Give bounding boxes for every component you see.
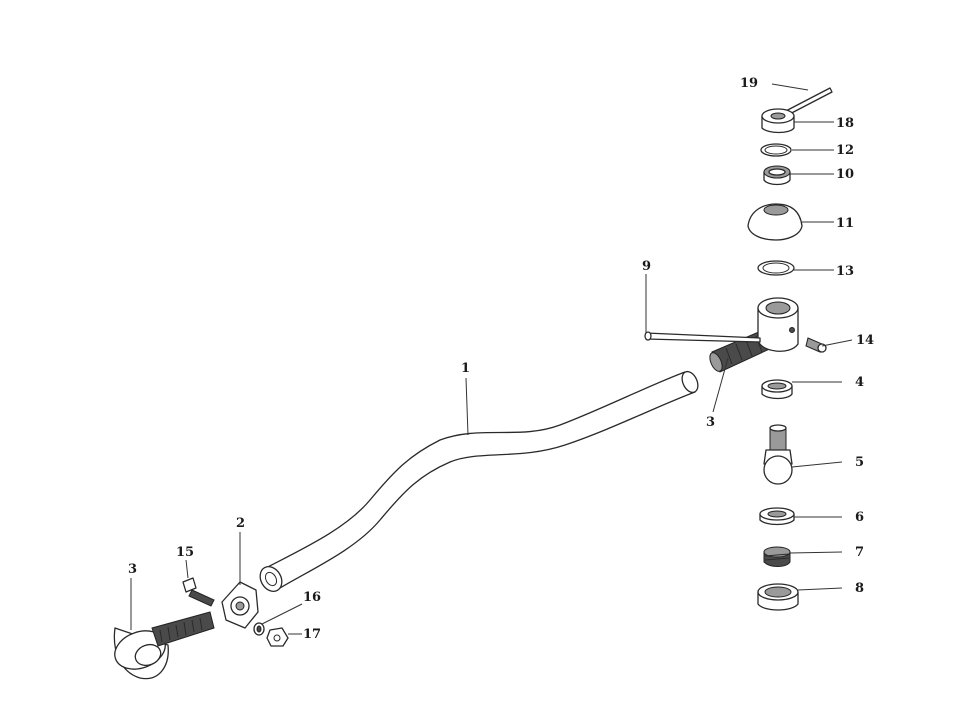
clamp — [221, 581, 259, 629]
callout-16: 16 — [303, 590, 321, 605]
callout-15: 15 — [176, 545, 194, 560]
long-pin — [644, 331, 761, 343]
callout-5: 5 — [855, 455, 864, 470]
tie-rod-tube — [259, 370, 699, 592]
tie-rod-end-left — [113, 611, 215, 680]
end-plug — [757, 583, 799, 611]
callout-6: 6 — [855, 510, 864, 525]
callout-9: 9 — [642, 259, 651, 274]
callout-17: 17 — [303, 627, 321, 642]
dust-boot — [747, 203, 803, 241]
boot-ring — [757, 260, 795, 276]
clamp-nut — [266, 627, 289, 647]
callout-1: 1 — [461, 361, 470, 376]
callout-18: 18 — [836, 116, 854, 131]
washer — [253, 622, 265, 636]
callout-10: 10 — [836, 167, 854, 182]
lower-seat — [759, 507, 795, 526]
callout-2: 2 — [236, 516, 245, 531]
retaining-ring — [760, 143, 792, 157]
seal — [763, 165, 791, 186]
callout-3-right: 3 — [706, 415, 715, 430]
leader-lines — [130, 83, 853, 635]
callout-13: 13 — [836, 264, 854, 279]
callout-19: 19 — [740, 76, 758, 91]
clamp-bolt — [182, 577, 215, 607]
callout-7: 7 — [855, 545, 864, 560]
ball-stud — [763, 424, 793, 485]
bearing-seat — [761, 379, 793, 400]
castle-nut — [761, 108, 795, 134]
callout-4: 4 — [855, 375, 864, 390]
callout-11: 11 — [836, 216, 854, 231]
spring — [763, 546, 791, 567]
callout-3-left: 3 — [128, 562, 137, 577]
grease-fitting — [805, 337, 827, 353]
callout-labels: 1 2 3 3 4 5 6 7 8 9 10 11 12 13 14 15 16… — [128, 76, 874, 642]
callout-12: 12 — [836, 143, 854, 158]
socket-housing — [757, 297, 799, 352]
callout-8: 8 — [855, 581, 864, 596]
callout-14: 14 — [856, 333, 874, 348]
